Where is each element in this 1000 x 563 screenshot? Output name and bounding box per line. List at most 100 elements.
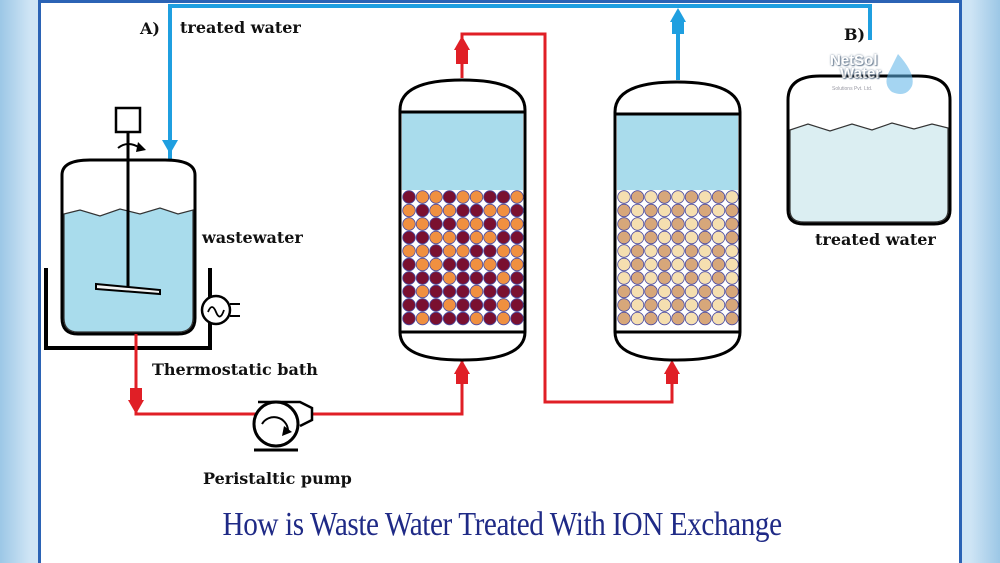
resin-bead: [456, 298, 470, 312]
resin-bead: [725, 257, 739, 272]
red-arrow-up-icon: [454, 360, 470, 374]
resin-bead: [711, 230, 726, 245]
resin-bead: [657, 311, 672, 326]
resin-bead: [725, 298, 739, 312]
resin-bead: [630, 203, 645, 218]
resin-bead: [725, 203, 739, 218]
resin-bead: [402, 284, 416, 299]
resin-bead: [402, 298, 416, 312]
peristaltic-pump: [252, 400, 314, 452]
resin-bead: [402, 271, 416, 285]
resin-bead: [725, 271, 739, 285]
resin-bead: [415, 190, 430, 204]
resin-bead: [630, 311, 645, 326]
resin-bead: [402, 230, 416, 245]
resin-bead: [617, 217, 631, 231]
resin-bead: [469, 257, 484, 272]
resin-bead: [630, 271, 645, 285]
resin-bed-column-1: [402, 190, 524, 326]
resin-bead: [630, 190, 645, 204]
resin-bead: [496, 257, 511, 272]
resin-bead: [415, 257, 430, 272]
resin-bead: [469, 230, 484, 245]
resin-bead: [671, 244, 685, 258]
resin-bead: [510, 190, 524, 204]
resin-bead: [630, 244, 645, 258]
resin-bead: [657, 298, 672, 312]
resin-bead: [684, 311, 699, 326]
wastewater-label: wastewater: [201, 228, 303, 247]
resin-bead: [617, 203, 631, 218]
resin-bead: [483, 271, 497, 285]
resin-bead: [711, 203, 726, 218]
resin-bead: [711, 311, 726, 326]
resin-bead: [496, 311, 511, 326]
ion-exchange-column-2: [613, 80, 742, 362]
resin-bead: [644, 284, 658, 299]
resin-bead: [442, 271, 457, 285]
resin-bead: [644, 271, 658, 285]
resin-bead: [617, 311, 631, 326]
resin-bead: [496, 244, 511, 258]
resin-bead: [429, 244, 443, 258]
resin-bead: [483, 284, 497, 299]
resin-bead: [442, 217, 457, 231]
resin-bead: [429, 203, 443, 218]
resin-bead: [415, 298, 430, 312]
resin-bead: [698, 311, 712, 326]
resin-bead: [469, 284, 484, 299]
resin-bead: [644, 298, 658, 312]
resin-bead: [711, 217, 726, 231]
resin-bead: [469, 203, 484, 218]
resin-bead: [402, 311, 416, 326]
resin-bead: [711, 190, 726, 204]
section-b-label: B): [844, 25, 865, 44]
resin-bead: [657, 230, 672, 245]
resin-bed-column-2: [617, 190, 739, 326]
resin-bead: [469, 298, 484, 312]
resin-bead: [657, 244, 672, 258]
resin-bead: [657, 217, 672, 231]
resin-bead: [617, 190, 631, 204]
resin-bead: [510, 284, 524, 299]
resin-bead: [469, 217, 484, 231]
resin-bead: [698, 257, 712, 272]
resin-bead: [657, 284, 672, 299]
resin-bead: [483, 257, 497, 272]
resin-bead: [725, 230, 739, 245]
resin-bead: [415, 244, 430, 258]
resin-bead: [429, 190, 443, 204]
resin-bead: [442, 190, 457, 204]
resin-bead: [510, 230, 524, 245]
blue-arrow-up-icon: [670, 8, 686, 22]
resin-bead: [644, 311, 658, 326]
resin-bead: [442, 244, 457, 258]
resin-bead: [644, 244, 658, 258]
resin-bead: [429, 298, 443, 312]
resin-bead: [698, 298, 712, 312]
red-arrow-up-icon: [454, 36, 470, 50]
resin-bead: [711, 271, 726, 285]
resin-bead: [483, 217, 497, 231]
resin-bead: [510, 271, 524, 285]
resin-bead: [684, 271, 699, 285]
resin-bead: [644, 203, 658, 218]
resin-bead: [644, 217, 658, 231]
resin-bead: [711, 284, 726, 299]
resin-bead: [442, 284, 457, 299]
resin-bead: [657, 271, 672, 285]
ion-exchange-column-1: [398, 78, 527, 362]
logo-line-2: Water: [840, 65, 882, 82]
peristaltic-pump-label: Peristaltic pump: [203, 469, 352, 488]
resin-bead: [698, 190, 712, 204]
resin-bead: [415, 230, 430, 245]
resin-bead: [469, 190, 484, 204]
resin-bead: [671, 190, 685, 204]
resin-bead: [644, 190, 658, 204]
resin-bead: [429, 257, 443, 272]
resin-bead: [402, 257, 416, 272]
resin-bead: [684, 190, 699, 204]
resin-bead: [402, 203, 416, 218]
resin-bead: [415, 203, 430, 218]
resin-bead: [456, 230, 470, 245]
